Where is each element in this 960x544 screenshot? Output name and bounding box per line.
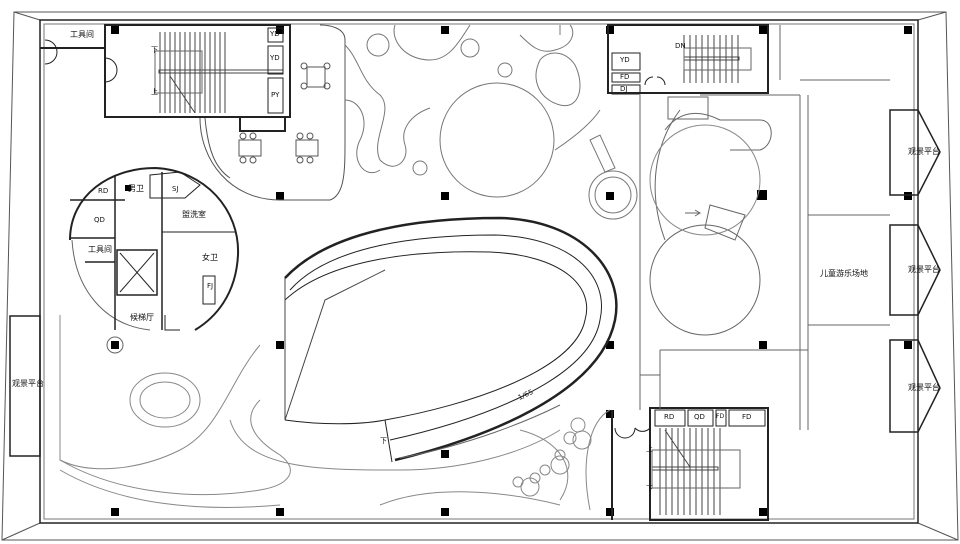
central-ramp [284, 216, 618, 463]
sw-core [59, 166, 261, 470]
label-kids-play: 儿童游乐场地 [820, 269, 868, 278]
outer-frame [1, 11, 959, 541]
sw-landscape [59, 372, 611, 511]
label-dj-ne: DJ [620, 85, 628, 93]
label-stair-se-down: 下 [646, 485, 653, 493]
viewing-platforms [9, 109, 941, 457]
label-platform-east-2: 观景平台 [908, 265, 940, 274]
structural-columns [111, 26, 912, 516]
label-platform-east-1: 观景平台 [908, 147, 940, 156]
label-fd-se-small: FD [716, 413, 725, 420]
ne-stair-core [607, 24, 769, 120]
label-fd-ne: FD [620, 73, 630, 81]
top-landscape [344, 24, 638, 220]
label-rd-core: RD [98, 187, 109, 195]
label-yd-1: YD [270, 30, 280, 38]
label-washroom: 盥洗室 [182, 210, 206, 219]
label-ramp-down: 下 [380, 437, 387, 445]
label-sj: SJ [172, 185, 179, 193]
se-stair-core [611, 407, 769, 521]
label-yd-2: YD [270, 54, 280, 62]
cafe-area [199, 24, 346, 201]
label-fj: FJ [207, 282, 214, 290]
label-women-wc: 女卫 [202, 253, 218, 262]
label-stair-ne-dn: DN [675, 42, 686, 50]
label-stair-se-up: 上 [646, 445, 653, 453]
label-qd-se: QD [694, 413, 705, 421]
label-platform-east-3: 观景平台 [908, 383, 940, 392]
label-tool-room-top: 工具间 [70, 30, 94, 39]
east-area [639, 25, 890, 430]
label-platform-west: 观景平台 [12, 379, 44, 388]
label-stair-nw-down: 下 [151, 46, 158, 54]
nw-stair-core [40, 24, 291, 132]
label-stair-nw-up: 上 [151, 88, 158, 96]
label-qd-core: QD [94, 216, 105, 224]
label-yd-ne: YD [620, 56, 630, 64]
label-men-wc: 男卫 [128, 184, 144, 193]
label-py: PY [271, 91, 280, 99]
label-elevator-lobby: 候梯厅 [130, 313, 154, 322]
label-fd-se: FD [742, 413, 752, 421]
label-tool-room-core: 工具间 [88, 245, 112, 254]
label-rd-se: RD [664, 413, 675, 421]
